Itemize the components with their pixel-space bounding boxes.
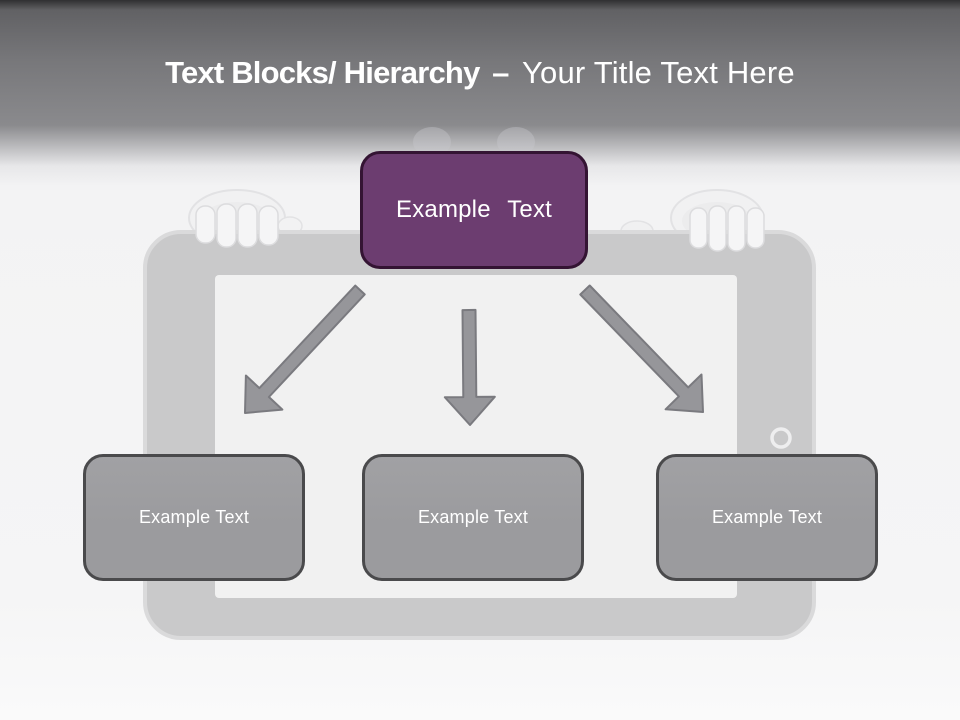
arrow-down-right-icon <box>579 284 704 413</box>
child-node-1: Example Text <box>83 454 305 581</box>
root-node: Example Text <box>360 151 588 269</box>
title-regular-segment: Your Title Text Here <box>522 55 795 90</box>
page-title: Text Blocks/ Hierarchy – Your Title Text… <box>0 54 960 92</box>
child-node-label: Example Text <box>711 507 823 527</box>
child-node-label: Example Text <box>138 507 250 527</box>
title-separator: – <box>492 55 510 90</box>
right-hand-fingers <box>689 205 765 252</box>
arrow-down-left-icon <box>244 284 366 414</box>
root-node-label: Example Text <box>395 196 553 223</box>
ghost-knuckle-left <box>413 127 451 157</box>
ghost-knuckle-right <box>497 127 535 157</box>
child-node-label: Example Text <box>417 507 529 527</box>
left-hand-fingers <box>195 203 279 248</box>
child-node-3: Example Text <box>656 454 878 581</box>
child-node-2: Example Text <box>362 454 584 581</box>
home-button-icon <box>770 427 792 449</box>
title-bold-segment: Text Blocks/ Hierarchy <box>165 55 480 90</box>
arrow-down-icon <box>443 308 496 426</box>
tablet-screen <box>215 275 737 598</box>
